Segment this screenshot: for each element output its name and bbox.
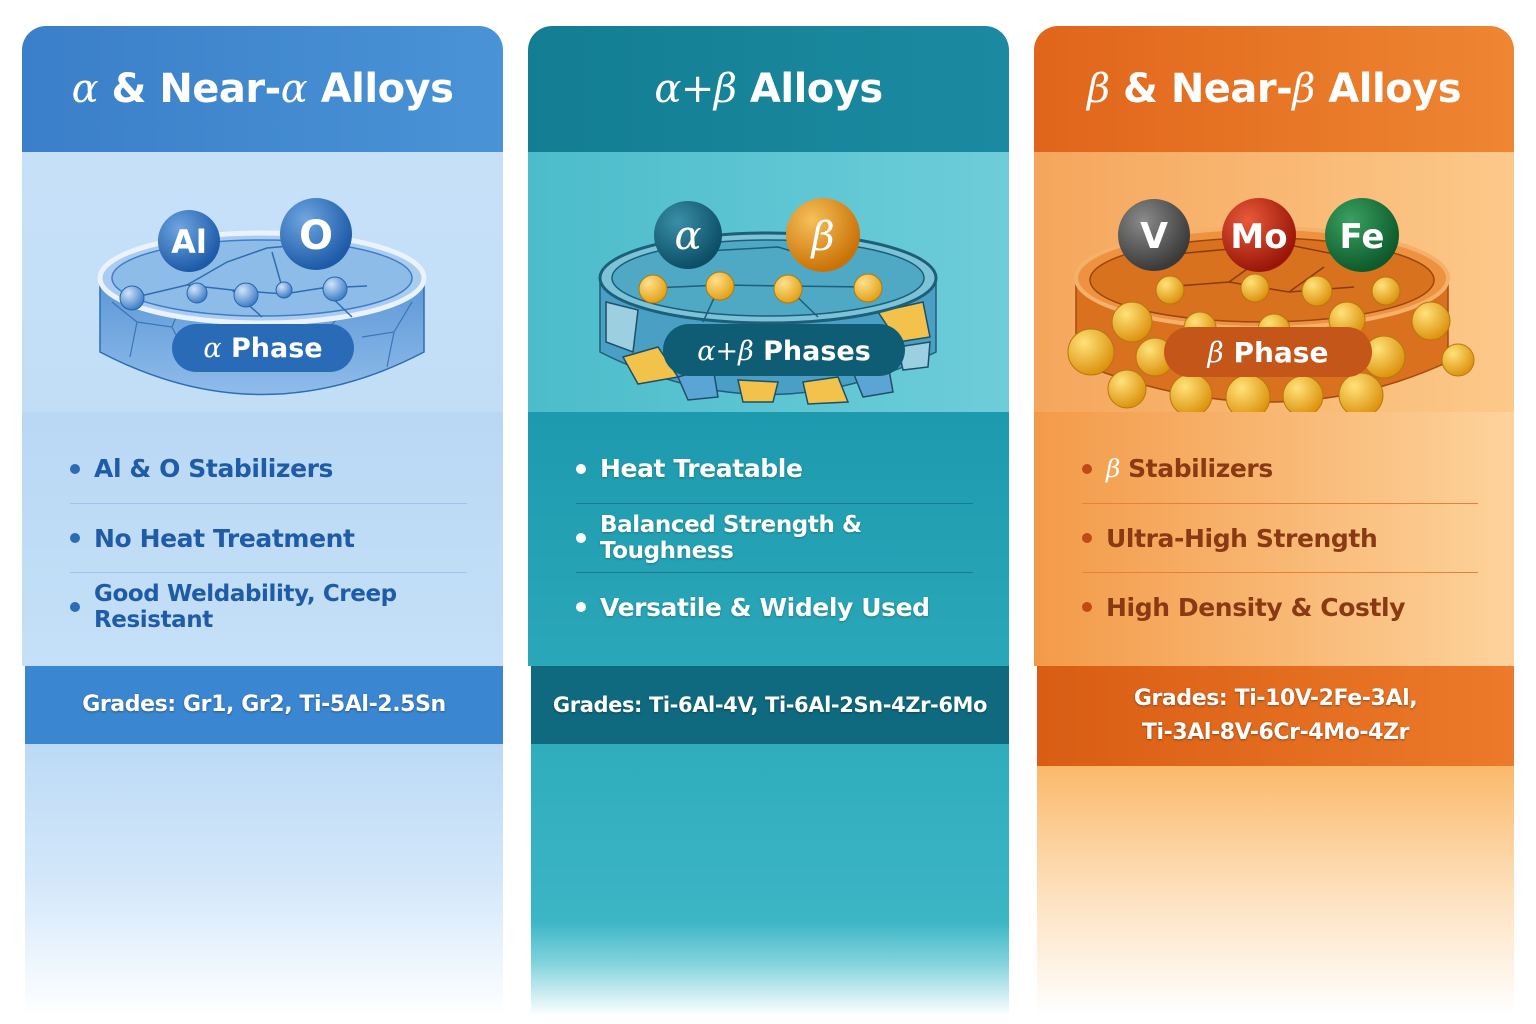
alpha-beta-phase-illustration: α β α+β Phases <box>528 152 1009 412</box>
property-item: Versatile & Widely Used <box>576 572 973 641</box>
alpha-beta-grades-bar: Grades: Ti-6Al-4V, Ti-6Al-2Sn-4Zr-6Mo <box>531 666 1009 744</box>
header-text: & Near- <box>98 66 282 112</box>
header-text: Alloys <box>307 66 454 112</box>
property-text: Heat Treatable <box>600 454 803 483</box>
bullet-icon <box>576 463 586 474</box>
svg-text:Fe: Fe <box>1340 217 1385 257</box>
oxygen-atom-icon: O <box>280 198 352 270</box>
svg-text:α Phase: α Phase <box>203 333 322 364</box>
property-item: Good Weldability, Creep Resistant <box>70 572 467 641</box>
svg-text:Mo: Mo <box>1230 217 1287 257</box>
alpha-crystal-disc-icon: Al O α Phase <box>97 198 427 396</box>
svg-text:α+β Phases: α+β Phases <box>697 336 871 367</box>
alpha-alloys-panel: α & Near- α Alloys <box>22 26 503 1016</box>
svg-text:O: O <box>299 213 333 259</box>
property-text: Versatile & Widely Used <box>600 592 930 622</box>
property-text: High Density & Costly <box>1106 592 1406 622</box>
beta-alloys-header: β & Near- β Alloys <box>1034 26 1514 152</box>
molybdenum-atom-icon: Mo <box>1222 198 1296 272</box>
svg-text:α: α <box>674 213 701 259</box>
panel-fade <box>531 744 1009 1016</box>
alpha-beta-symbol: α+β <box>654 66 737 112</box>
svg-text:β: β <box>809 214 834 260</box>
header-text: Alloys <box>736 66 883 112</box>
bullet-icon <box>1082 463 1092 474</box>
alpha-alloys-header: α & Near- α Alloys <box>22 26 503 152</box>
property-item: β Stabilizers <box>1082 434 1478 503</box>
property-item: Heat Treatable <box>576 434 973 503</box>
property-item: Balanced Strength & Toughness <box>576 503 973 572</box>
beta-symbol: β <box>1292 66 1315 112</box>
alpha-properties-list: Al & O Stabilizers No Heat Treatment Goo… <box>22 412 503 666</box>
svg-text:Al: Al <box>171 223 207 261</box>
aluminum-atom-icon: Al <box>158 210 220 272</box>
grades-text: Grades: Ti-10V-2Fe-3Al, <box>1133 686 1418 711</box>
alpha-symbol: α <box>71 66 99 112</box>
beta-atom-icon: β <box>786 198 860 272</box>
property-text: Ultra-High Strength <box>1106 523 1378 553</box>
property-text: No Heat Treatment <box>94 523 355 553</box>
beta-symbol: β <box>1086 66 1110 112</box>
property-text: Stabilizers <box>1128 454 1273 483</box>
property-item: High Density & Costly <box>1082 572 1478 641</box>
beta-phase-label: β Phase <box>1164 327 1372 377</box>
panel-fade <box>1037 766 1514 1016</box>
bullet-icon <box>70 533 80 543</box>
grades-text: Grades: Gr1, Gr2, Ti-5Al-2.5Sn <box>82 692 446 717</box>
iron-atom-icon: Fe <box>1325 198 1399 272</box>
property-text: Good Weldability, Creep Resistant <box>94 581 397 633</box>
alpha-phase-illustration: Al O α Phase <box>22 152 503 412</box>
alpha-grades-bar: Grades: Gr1, Gr2, Ti-5Al-2.5Sn <box>25 666 503 744</box>
beta-grades-bar: Grades: Ti-10V-2Fe-3Al, Ti-3Al-8V-6Cr-4M… <box>1037 666 1514 766</box>
property-item: No Heat Treatment <box>70 503 467 572</box>
bullet-icon <box>1082 533 1092 543</box>
bullet-icon <box>1082 602 1092 612</box>
alpha-beta-phases-label: α+β Phases <box>663 324 905 376</box>
svg-text:β Phase: β Phase <box>1207 336 1329 369</box>
grades-text: Ti-3Al-8V-6Cr-4Mo-4Zr <box>1141 720 1410 745</box>
alpha-beta-properties-list: Heat Treatable Balanced Strength & Tough… <box>528 412 1009 666</box>
bullet-icon <box>70 602 80 612</box>
beta-crystal-disc-icon: V Mo Fe β Phase <box>1067 198 1475 420</box>
alpha-atom-icon: α <box>654 201 722 269</box>
bullet-icon <box>576 533 586 543</box>
header-text: & Near- <box>1109 66 1293 112</box>
bullet-icon <box>70 463 80 474</box>
property-text: Balanced Strength & Toughness <box>600 512 862 564</box>
alpha-beta-alloys-panel: α+β Alloys <box>528 26 1009 1016</box>
vanadium-atom-icon: V <box>1118 199 1190 271</box>
property-text: Al & O Stabilizers <box>94 454 334 483</box>
beta-phase-illustration: V Mo Fe β Phase <box>1034 152 1514 420</box>
beta-symbol: β <box>1106 454 1121 483</box>
alpha-symbol: α <box>280 66 308 112</box>
property-item: Ultra-High Strength <box>1082 503 1478 572</box>
beta-alloys-panel: β & Near- β Alloys <box>1034 26 1514 1016</box>
alpha-phase-label: α Phase <box>172 324 354 372</box>
grades-text: Grades: Ti-6Al-4V, Ti-6Al-2Sn-4Zr-6Mo <box>552 693 988 717</box>
panel-fade <box>25 744 503 1016</box>
header-text: Alloys <box>1314 66 1462 112</box>
beta-properties-list: β Stabilizers Ultra-High Strength High D… <box>1034 412 1514 666</box>
bullet-icon <box>576 602 586 612</box>
property-item: Al & O Stabilizers <box>70 434 467 503</box>
svg-text:V: V <box>1140 216 1168 257</box>
alpha-beta-crystal-disc-icon: α β α+β Phases <box>598 198 938 405</box>
alpha-beta-alloys-header: α+β Alloys <box>528 26 1009 152</box>
